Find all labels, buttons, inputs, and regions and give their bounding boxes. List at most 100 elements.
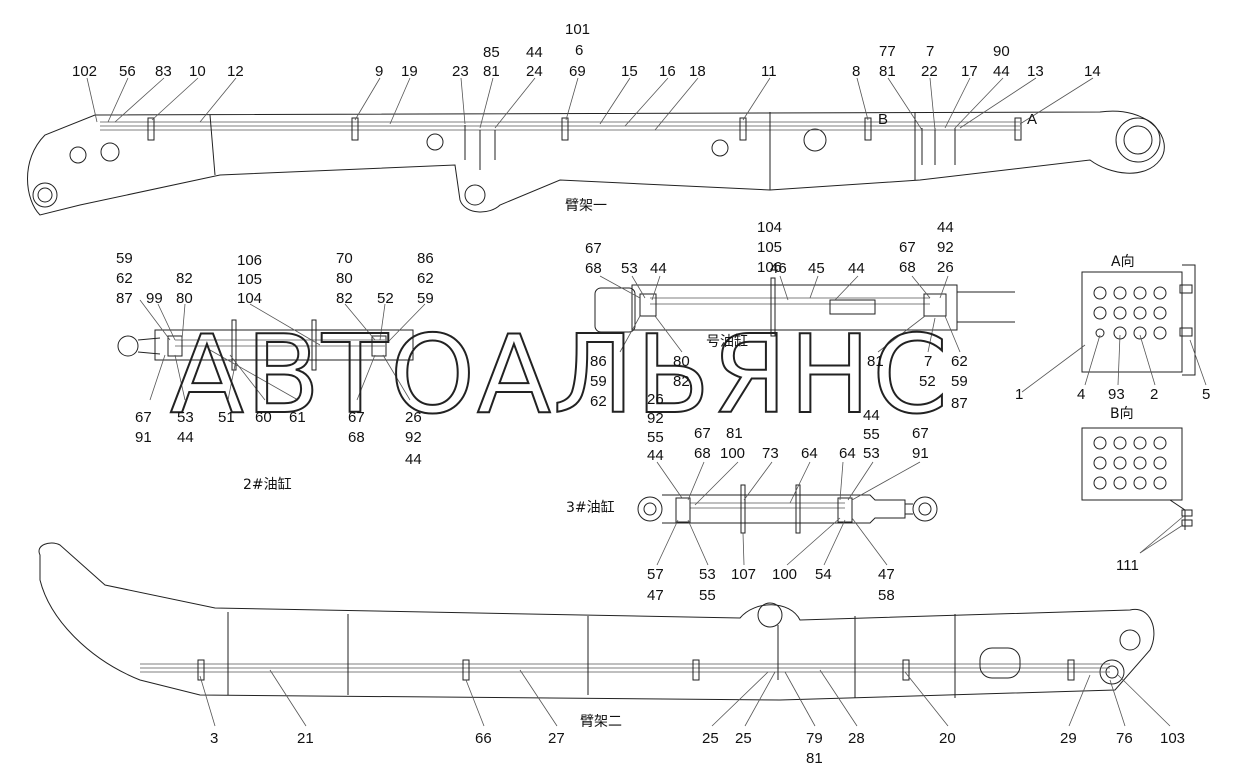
callout-label: 83 bbox=[155, 63, 172, 80]
callout-label: 103 bbox=[1160, 730, 1185, 747]
callout-label: 44 bbox=[405, 451, 422, 468]
callout-label: 90 bbox=[993, 43, 1010, 60]
callout-label: 62 bbox=[951, 353, 968, 370]
callout-label: 106 bbox=[757, 259, 782, 276]
callout-label: 86 bbox=[417, 250, 434, 267]
arm-2-callouts: 3 21 66 27 25 25 79 81 28 20 29 76 103 bbox=[210, 730, 1185, 767]
cylinder-1-leaders bbox=[599, 275, 961, 353]
callout-label: 99 bbox=[146, 290, 163, 307]
callout-label: 51 bbox=[218, 409, 235, 426]
callout-label: 73 bbox=[762, 445, 779, 462]
callout-label: 55 bbox=[647, 429, 664, 446]
callout-label: 44 bbox=[937, 219, 954, 236]
callout-label: 7 bbox=[926, 43, 934, 60]
callout-label: 21 bbox=[297, 730, 314, 747]
caption-view-a: A向 bbox=[1111, 254, 1135, 270]
callout-label: 86 bbox=[590, 353, 607, 370]
callout-label: 29 bbox=[1060, 730, 1077, 747]
callout-label: 79 bbox=[806, 730, 823, 747]
callout-label: 14 bbox=[1084, 63, 1101, 80]
callout-label: 61 bbox=[289, 409, 306, 426]
callout-label: 82 bbox=[176, 270, 193, 287]
caption-cylinder-3: 3#油缸 bbox=[566, 499, 615, 516]
callout-label: 20 bbox=[939, 730, 956, 747]
callout-label: 101 bbox=[565, 21, 590, 38]
callout-label: 100 bbox=[720, 445, 745, 462]
callout-label: 55 bbox=[863, 426, 880, 443]
callout-label: 59 bbox=[116, 250, 133, 267]
arm-1-drawing bbox=[27, 110, 1165, 216]
callout-label: 25 bbox=[702, 730, 719, 747]
caption-view-b: B向 bbox=[1110, 406, 1134, 422]
caption-arm-1: 臂架一 bbox=[565, 198, 607, 214]
watermark-text: АВТОАЛЬЯНС bbox=[170, 313, 950, 438]
callout-label: 2 bbox=[1150, 386, 1158, 403]
callout-label: 87 bbox=[116, 290, 133, 307]
callout-label: 55 bbox=[699, 587, 716, 604]
caption-arm-2: 臂架二 bbox=[580, 714, 622, 730]
callout-label: 46 bbox=[770, 260, 787, 277]
cylinder-1-drawing bbox=[594, 277, 1015, 337]
callout-label: 67 bbox=[585, 240, 602, 257]
callout-label: 80 bbox=[176, 290, 193, 307]
callout-label: 47 bbox=[647, 587, 664, 604]
callout-label: 102 bbox=[72, 63, 97, 80]
callout-label: 12 bbox=[227, 63, 244, 80]
callout-label: 3 bbox=[210, 730, 218, 747]
callout-label: 68 bbox=[694, 445, 711, 462]
callout-label: 53 bbox=[621, 260, 638, 277]
callout-label: 44 bbox=[526, 44, 543, 61]
callout-label: 80 bbox=[336, 270, 353, 287]
callout-label: 27 bbox=[548, 730, 565, 747]
cylinder-3-leaders bbox=[656, 461, 921, 566]
callout-label: 11 bbox=[761, 63, 777, 80]
callout-label: 81 bbox=[867, 353, 884, 370]
callout-label: 76 bbox=[1116, 730, 1133, 747]
callout-label: 52 bbox=[377, 290, 394, 307]
callout-label: 16 bbox=[659, 63, 676, 80]
arm-2-drawing bbox=[38, 542, 1155, 701]
callout-label: 26 bbox=[647, 391, 664, 408]
callout-label: 81 bbox=[483, 63, 500, 80]
callout-label: 85 bbox=[483, 44, 500, 61]
callout-label: 8 bbox=[852, 63, 860, 80]
callout-label: 47 bbox=[878, 566, 895, 583]
callout-label: 13 bbox=[1027, 63, 1044, 80]
callout-label: 22 bbox=[921, 63, 938, 80]
callout-label: 58 bbox=[878, 587, 895, 604]
callout-label: 81 bbox=[879, 63, 896, 80]
callout-label: 17 bbox=[961, 63, 978, 80]
callout-label: 1 bbox=[1015, 386, 1023, 403]
callout-label: 67 bbox=[912, 425, 929, 442]
caption-cylinder-1: 号油缸 bbox=[706, 333, 748, 350]
arm-1-callouts: 102 56 83 10 12 9 19 23 85 81 44 24 101 … bbox=[72, 21, 1101, 80]
callout-label: 19 bbox=[401, 63, 418, 80]
cylinder-2-leaders bbox=[139, 299, 426, 401]
view-a-drawing bbox=[1021, 264, 1207, 393]
arm-2-leaders bbox=[199, 669, 1171, 727]
callout-label: 57 bbox=[647, 566, 664, 583]
callout-label: 53 bbox=[863, 445, 880, 462]
callout-label: 6 bbox=[575, 42, 583, 59]
callout-label: 87 bbox=[951, 395, 968, 412]
callout-label: 67 bbox=[135, 409, 152, 426]
callout-label: 77 bbox=[879, 43, 896, 60]
callout-label: 111 bbox=[1116, 557, 1139, 574]
callout-label: 10 bbox=[189, 63, 206, 80]
callout-label: 60 bbox=[255, 409, 272, 426]
callout-label: 91 bbox=[135, 429, 152, 446]
cylinder-1-callouts: 67 68 53 44 104 105 106 46 45 44 44 92 2… bbox=[585, 219, 968, 412]
view-b-callouts: 111 bbox=[1116, 557, 1139, 574]
callout-label: 105 bbox=[237, 271, 262, 288]
callout-label: 68 bbox=[899, 259, 916, 276]
callout-label: 81 bbox=[726, 425, 743, 442]
callout-label: 28 bbox=[848, 730, 865, 747]
callout-label: 106 bbox=[237, 252, 262, 269]
callout-label: 44 bbox=[647, 447, 664, 464]
callout-label: 45 bbox=[808, 260, 825, 277]
callout-label: 59 bbox=[417, 290, 434, 307]
callout-label: 105 bbox=[757, 239, 782, 256]
view-a-callouts: 1 4 93 2 5 bbox=[1015, 386, 1210, 403]
callout-label: 18 bbox=[689, 63, 706, 80]
